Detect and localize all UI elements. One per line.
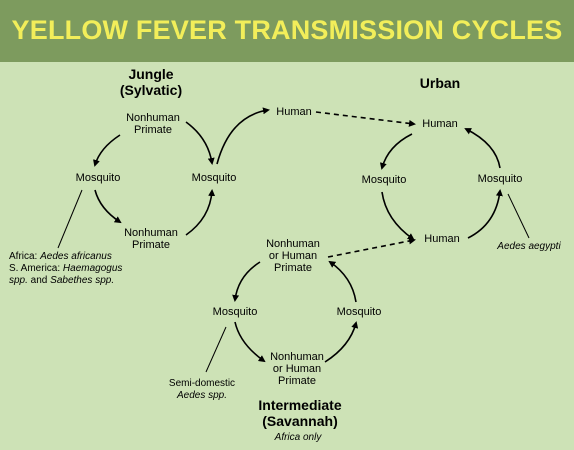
intermediate-left-mosquito: Mosquito: [212, 306, 258, 318]
jungle-note-america-label: S. America:: [9, 263, 63, 274]
intermediate-arrow-bottom-left: [234, 321, 266, 363]
urban-heading: Urban: [419, 75, 461, 91]
jungle-vector-pointer: [57, 189, 83, 249]
jungle-heading-line1: Jungle: [128, 66, 174, 82]
intermediate-bottom-host-line2: or Human: [272, 363, 322, 375]
jungle-heading: Jungle (Sylvatic): [120, 66, 182, 98]
urban-arrow-top-left: [379, 133, 413, 170]
jungle-vector-note: Africa: Aedes africanus S. America: Haem…: [9, 251, 122, 287]
intermediate-top-host-line2: or Human: [268, 250, 318, 262]
intermediate-arrow-bottom-right: [324, 321, 359, 363]
jungle-note-america-species: Haemagogus: [62, 263, 123, 274]
intermediate-subheading: Africa only: [274, 432, 322, 443]
intermediate-bottom-host: Nonhuman or Human Primate: [270, 351, 324, 387]
intermediate-note-line2: Aedes spp.: [176, 390, 228, 401]
intermediate-bottom-host-line1: Nonhuman: [270, 351, 324, 363]
jungle-note-sabethes: Sabethes spp.: [50, 275, 115, 286]
intermediate-right-mosquito: Mosquito: [336, 306, 382, 318]
intermediate-arrow-top-left: [232, 261, 261, 302]
intermediate-top-host-line1: Nonhuman: [266, 238, 320, 250]
urban-right-mosquito: Mosquito: [477, 173, 523, 185]
intermediate-top-host-line3: Primate: [274, 262, 312, 274]
jungle-bottom-host: Nonhuman Primate: [124, 227, 178, 251]
jungle-top-host-line1: Nonhuman: [126, 112, 180, 124]
jungle-to-human-arrow: [216, 107, 270, 165]
urban-vector-pointer: [507, 193, 530, 239]
jungle-arrow-top-right: [185, 121, 215, 165]
urban-vector-note: Aedes aegypti: [497, 241, 561, 252]
jungle-note-spp: spp.: [9, 275, 28, 286]
intermediate-vector-note: Semi-domestic Aedes spp.: [169, 378, 235, 402]
jungle-right-mosquito: Mosquito: [191, 172, 237, 184]
urban-top-human: Human: [422, 118, 458, 130]
urban-arrow-bottom-right: [467, 189, 503, 239]
intermediate-note-line1: Semi-domestic: [168, 378, 236, 389]
jungle-bottom-host-line1: Nonhuman: [124, 227, 178, 239]
urban-bottom-human: Human: [424, 233, 460, 245]
intermediate-vector-pointer: [205, 326, 227, 373]
intermediate-bottom-host-line3: Primate: [278, 375, 316, 387]
jungle-bottom-host-line2: Primate: [132, 239, 170, 251]
intermediate-heading-line2: (Savannah): [262, 413, 338, 429]
jungle-arrow-bottom-left: [94, 189, 122, 224]
urban-arrow-bottom-left: [381, 191, 415, 241]
jungle-note-africa-label: Africa:: [9, 251, 41, 262]
urban-left-mosquito: Mosquito: [361, 174, 407, 186]
jungle-top-host-line2: Primate: [134, 124, 172, 136]
intermediate-arrow-top-right: [328, 260, 357, 303]
intermediate-top-host: Nonhuman or Human Primate: [266, 238, 320, 274]
intermediate-heading: Intermediate (Savannah): [258, 397, 341, 429]
jungle-heading-line2: (Sylvatic): [119, 82, 183, 98]
bridge-human: Human: [276, 106, 312, 118]
diagram-title: YELLOW FEVER TRANSMISSION CYCLES: [11, 15, 563, 45]
jungle-note-and: and: [27, 275, 51, 286]
human-to-urban-dashed-arrow: [315, 111, 416, 127]
urban-arrow-top-right: [464, 128, 501, 169]
intermediate-to-urban-dashed-arrow: [327, 237, 416, 258]
title-banner: [0, 0, 574, 62]
intermediate-heading-line1: Intermediate: [258, 397, 342, 413]
jungle-top-host: Nonhuman Primate: [126, 112, 180, 136]
jungle-arrow-top-left: [93, 134, 121, 167]
jungle-left-mosquito: Mosquito: [75, 172, 121, 184]
jungle-arrow-bottom-right: [185, 189, 216, 236]
jungle-note-africa-species: Aedes africanus: [40, 251, 112, 262]
